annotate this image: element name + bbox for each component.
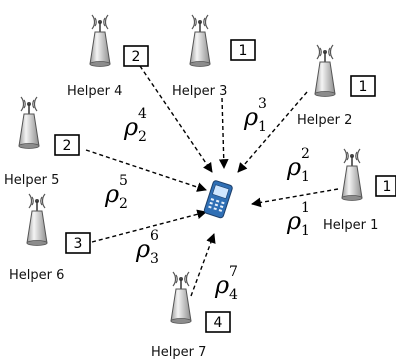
helper-2-label: Helper 2 bbox=[297, 113, 352, 128]
cell-tower-icon bbox=[18, 96, 40, 150]
svg-text:ρ: ρ bbox=[286, 207, 301, 235]
helper-5-label: Helper 5 bbox=[4, 173, 59, 188]
helper-7: 4 Helper 7 bbox=[151, 271, 231, 360]
svg-text:4: 4 bbox=[138, 106, 147, 122]
arrow-helper-1 bbox=[251, 188, 339, 208]
helper-6: 3 Helper 6 bbox=[9, 193, 91, 283]
helper-1: 1 Helper 1 bbox=[323, 148, 396, 233]
helper-2-box: 1 bbox=[359, 79, 368, 95]
arrow-helper-2 bbox=[237, 91, 308, 173]
svg-text:2: 2 bbox=[138, 129, 147, 145]
helper-4-box: 2 bbox=[132, 49, 141, 65]
helper-4-label: Helper 4 bbox=[67, 84, 122, 99]
helper-2: 1 Helper 2 bbox=[297, 44, 376, 128]
helper-5-box: 2 bbox=[63, 138, 72, 154]
svg-text:ρ: ρ bbox=[104, 180, 119, 208]
rate-label-helper-7: ρ 7 4 bbox=[214, 264, 238, 303]
svg-text:ρ: ρ bbox=[286, 153, 301, 181]
svg-text:2: 2 bbox=[119, 196, 128, 212]
arrow-helper-3 bbox=[218, 97, 229, 169]
helper-3-box: 1 bbox=[239, 43, 248, 59]
svg-text:ρ: ρ bbox=[243, 103, 258, 131]
helper-7-box: 4 bbox=[214, 315, 223, 331]
svg-text:5: 5 bbox=[119, 173, 128, 189]
cell-tower-icon bbox=[341, 148, 363, 202]
helper-3-label: Helper 3 bbox=[172, 84, 227, 99]
svg-text:ρ: ρ bbox=[214, 271, 229, 299]
rate-label-helper-4: ρ 4 2 bbox=[123, 106, 147, 145]
rate-label-helper-5: ρ 5 2 bbox=[104, 173, 128, 212]
arrows bbox=[85, 65, 339, 297]
cell-tower-icon bbox=[26, 193, 48, 247]
svg-text:3: 3 bbox=[258, 96, 267, 112]
cell-tower-icon bbox=[89, 14, 111, 68]
svg-text:1: 1 bbox=[301, 223, 310, 239]
rate-label-helper-6: ρ 6 3 bbox=[135, 228, 159, 267]
svg-text:3: 3 bbox=[150, 251, 159, 267]
helper-6-box: 3 bbox=[74, 236, 83, 252]
helper-7-label: Helper 7 bbox=[151, 345, 206, 360]
helper-4: 2 Helper 4 bbox=[67, 14, 149, 99]
svg-text:ρ: ρ bbox=[123, 113, 138, 141]
helper-1-box: 1 bbox=[383, 179, 392, 195]
helper-1-label: Helper 1 bbox=[323, 218, 378, 233]
svg-text:1: 1 bbox=[301, 169, 310, 185]
cell-tower-icon bbox=[189, 14, 211, 68]
rate-label-helper-2: ρ 2 1 bbox=[286, 146, 310, 185]
svg-text:ρ: ρ bbox=[135, 235, 150, 263]
svg-text:7: 7 bbox=[229, 264, 238, 280]
cell-tower-icon bbox=[170, 271, 192, 325]
arrow-helper-4 bbox=[139, 65, 213, 173]
arrow-helper-7 bbox=[190, 233, 216, 297]
arrow-helper-6 bbox=[91, 209, 207, 243]
svg-text:6: 6 bbox=[150, 228, 159, 244]
svg-text:2: 2 bbox=[301, 146, 310, 162]
mobile-phone-icon bbox=[203, 180, 233, 219]
svg-text:4: 4 bbox=[229, 287, 238, 303]
helper-3: 1 Helper 3 bbox=[172, 14, 256, 99]
helper-6-label: Helper 6 bbox=[9, 268, 64, 283]
cell-tower-icon bbox=[314, 44, 336, 98]
rate-label-helper-1: ρ 1 1 bbox=[286, 200, 310, 239]
helper-5: 2 Helper 5 bbox=[4, 96, 80, 188]
arrow-helper-5 bbox=[85, 149, 207, 192]
rate-label-helper-3: ρ 3 1 bbox=[243, 96, 267, 135]
svg-text:1: 1 bbox=[258, 119, 267, 135]
svg-text:1: 1 bbox=[301, 200, 310, 216]
